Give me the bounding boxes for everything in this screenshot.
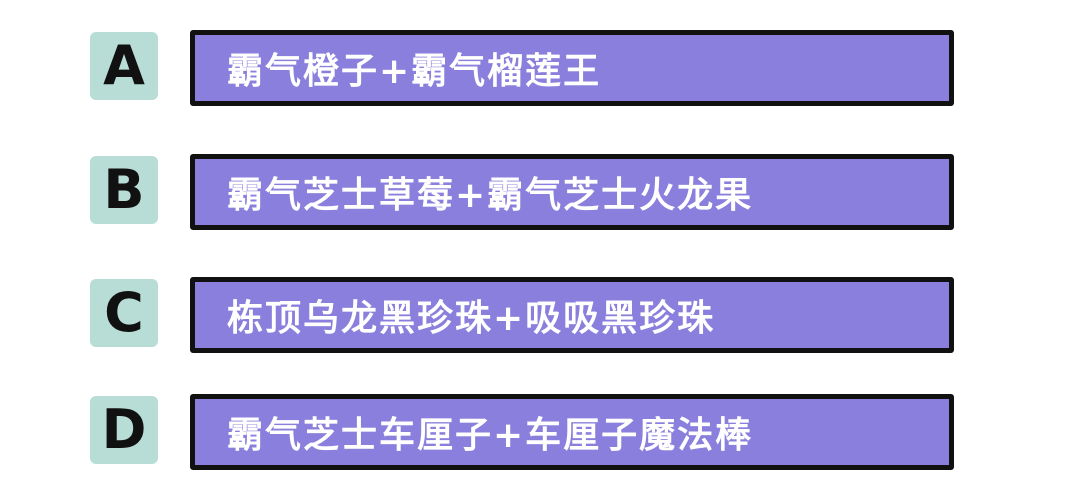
- option-b[interactable]: B 霸气芝士草莓+霸气芝士火龙果: [0, 152, 1080, 232]
- option-answer-a[interactable]: 霸气橙子+霸气榴莲王: [190, 30, 954, 106]
- option-c[interactable]: C 栋顶乌龙黑珍珠+吸吸黑珍珠: [0, 275, 1080, 355]
- option-answer-d[interactable]: 霸气芝士车厘子+车厘子魔法棒: [190, 394, 954, 470]
- option-answer-b[interactable]: 霸气芝士草莓+霸气芝士火龙果: [190, 154, 954, 230]
- option-letter-d: D: [90, 396, 158, 464]
- option-answer-text-a: 霸气橙子+霸气榴莲王: [227, 51, 602, 92]
- option-d[interactable]: D 霸气芝士车厘子+车厘子魔法棒: [0, 392, 1080, 472]
- option-answer-text-b: 霸气芝士草莓+霸气芝士火龙果: [227, 175, 754, 216]
- option-answer-text-c: 栋顶乌龙黑珍珠+吸吸黑珍珠: [227, 298, 716, 339]
- option-answer-c[interactable]: 栋顶乌龙黑珍珠+吸吸黑珍珠: [190, 277, 954, 353]
- option-letter-a: A: [90, 32, 158, 100]
- option-answer-text-d: 霸气芝士车厘子+车厘子魔法棒: [227, 415, 754, 456]
- option-letter-b: B: [90, 156, 158, 224]
- option-a[interactable]: A 霸气橙子+霸气榴莲王: [0, 28, 1080, 108]
- option-letter-c: C: [90, 279, 158, 347]
